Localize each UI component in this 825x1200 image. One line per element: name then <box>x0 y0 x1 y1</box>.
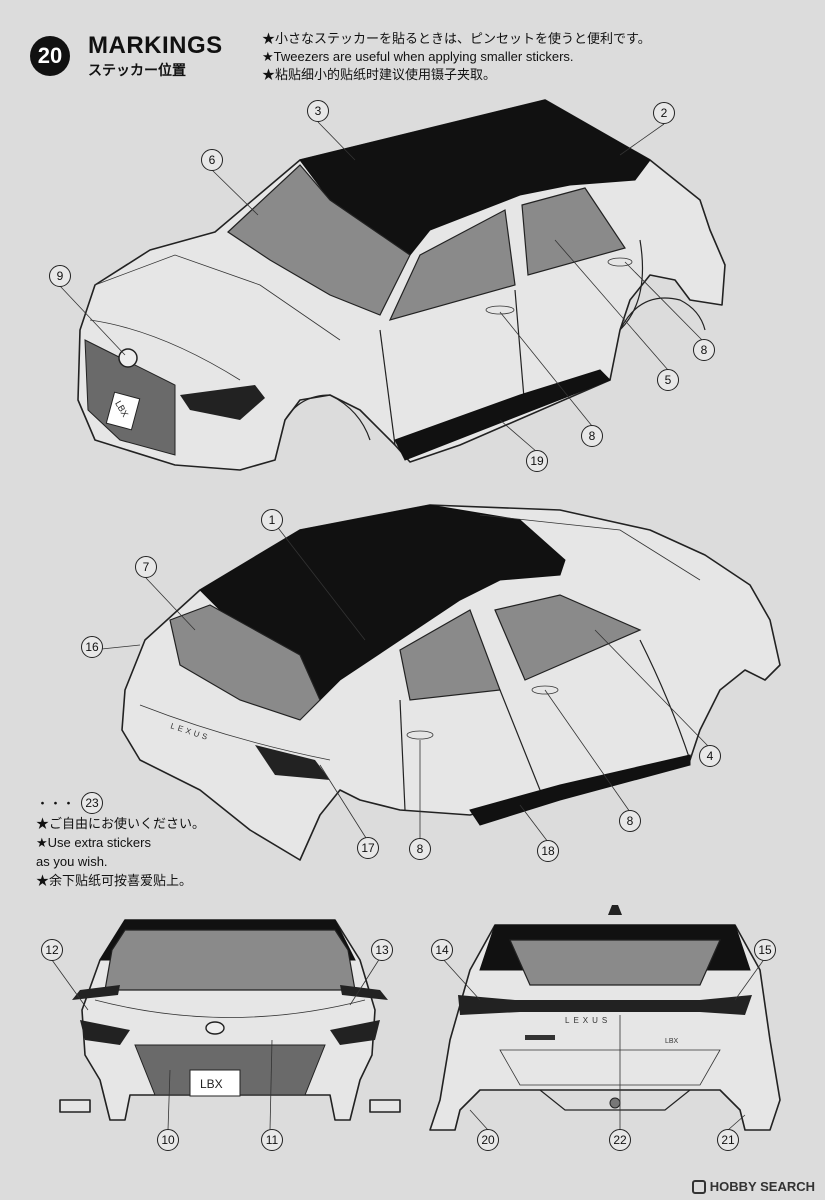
front-view-plate-label: LBX <box>200 1077 223 1091</box>
callout-16: 16 <box>81 636 103 658</box>
callout-23: 23 <box>81 792 104 814</box>
note-english: ★Tweezers are useful when applying small… <box>262 49 574 64</box>
callout-4: 4 <box>699 745 721 767</box>
step-number-badge: 20 <box>30 36 70 76</box>
callout-3: 3 <box>307 100 329 122</box>
callout-17: 17 <box>357 837 379 859</box>
callout-12: 12 <box>41 939 63 961</box>
extra-note-english-2: as you wish. <box>36 854 108 869</box>
car-front-three-quarter-view: LBX <box>77 99 726 471</box>
callout-18: 18 <box>537 840 559 862</box>
callout-7: 7 <box>135 556 157 578</box>
callout-8: 8 <box>409 838 431 860</box>
extra-stickers-note: ・・・ 23 ★ご自由にお使いください。 ★Use extra stickers… <box>36 792 205 890</box>
car-rear-view: LEXUS LBX <box>429 905 781 1131</box>
callout-11: 11 <box>261 1129 283 1151</box>
page-title: MARKINGS <box>88 32 223 59</box>
note-japanese: ★小さなステッカーを貼るときは、ピンセットを使うと便利です。 <box>262 31 651 46</box>
callout-13: 13 <box>371 939 393 961</box>
watermark: HOBBY SEARCH <box>691 1179 815 1194</box>
hobby-search-logo-icon <box>691 1179 706 1194</box>
rear-view-brand-lettering: LEXUS <box>565 1016 611 1025</box>
callout-1: 1 <box>261 509 283 531</box>
callout-19: 19 <box>526 450 548 472</box>
callout-6: 6 <box>201 149 223 171</box>
callout-10: 10 <box>157 1129 179 1151</box>
extra-note-chinese: ★余下贴纸可按喜爱贴上。 <box>36 873 193 888</box>
callout-8: 8 <box>693 339 715 361</box>
callout-22: 22 <box>609 1129 631 1151</box>
callout-20: 20 <box>477 1129 499 1151</box>
callout-15: 15 <box>754 939 776 961</box>
callout-8: 8 <box>619 810 641 832</box>
extra-note-japanese: ★ご自由にお使いください。 <box>36 816 206 831</box>
extra-dots: ・・・ <box>36 795 76 811</box>
watermark-text: HOBBY SEARCH <box>709 1179 815 1194</box>
callout-21: 21 <box>717 1129 739 1151</box>
callout-2: 2 <box>653 102 675 124</box>
car-front-view: LBX <box>59 919 401 1121</box>
rear-view-model-badge: LBX <box>665 1038 679 1045</box>
callout-14: 14 <box>431 939 453 961</box>
callout-8: 8 <box>581 425 603 447</box>
instruction-notes: ★小さなステッカーを貼るときは、ピンセットを使うと便利です。 ★Tweezers… <box>262 30 651 84</box>
callout-9: 9 <box>49 265 71 287</box>
note-chinese: ★粘贴细小的贴纸时建议使用镊子夹取。 <box>262 67 497 82</box>
car-rear-three-quarter-view: LEXUS <box>121 504 781 861</box>
callout-5: 5 <box>657 369 679 391</box>
extra-sticker-reference: ・・・ 23 <box>36 792 205 814</box>
extra-note-english-1: ★Use extra stickers <box>36 835 151 850</box>
page-subtitle: ステッカー位置 <box>88 62 186 78</box>
